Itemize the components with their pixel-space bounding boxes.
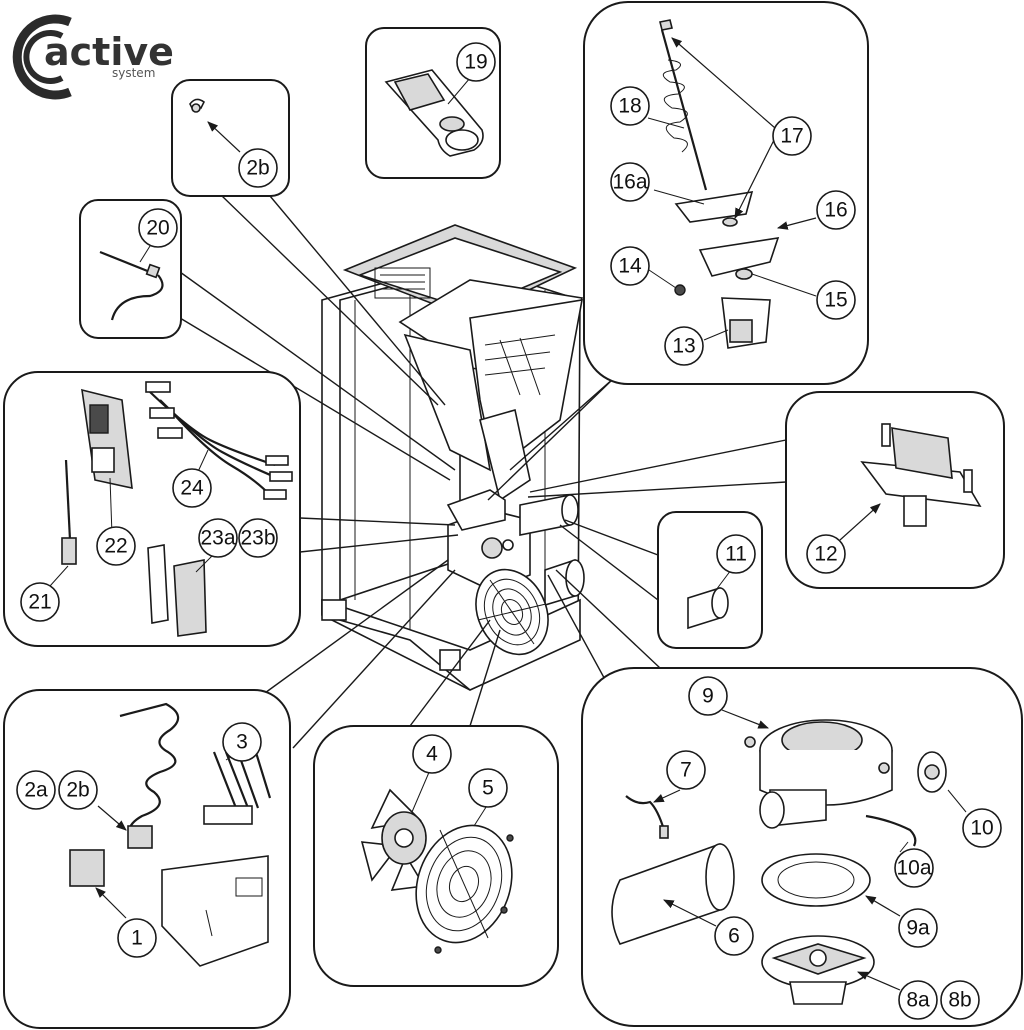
- callout-2b-top: 2b: [238, 148, 278, 188]
- callout-15: 15: [816, 280, 856, 320]
- svg-text:5: 5: [482, 777, 494, 800]
- callout-1: 1: [117, 918, 157, 958]
- callout-12: 12: [806, 534, 846, 574]
- callout-5: 5: [468, 768, 508, 808]
- panel-pressure-switch: [785, 391, 1005, 589]
- svg-text:9a: 9a: [906, 917, 930, 940]
- callout-21: 21: [20, 582, 60, 622]
- svg-text:3: 3: [236, 731, 248, 754]
- callout-23a: 23a: [198, 518, 238, 558]
- callout-7: 7: [666, 750, 706, 790]
- svg-text:6: 6: [728, 925, 740, 948]
- callout-10a: 10a: [894, 848, 934, 888]
- callout-8b: 8b: [940, 980, 980, 1020]
- callout-3: 3: [222, 722, 262, 762]
- callout-13: 13: [664, 326, 704, 366]
- callout-22: 22: [96, 526, 136, 566]
- svg-text:16a: 16a: [612, 171, 647, 194]
- brand-tagline: system: [112, 66, 155, 80]
- svg-text:21: 21: [28, 591, 51, 614]
- callout-11: 11: [716, 534, 756, 574]
- svg-text:20: 20: [146, 217, 169, 240]
- stove-assembly: [321, 224, 585, 691]
- callout-2b-left: 2b: [58, 770, 98, 810]
- callout-8a: 8a: [898, 980, 938, 1020]
- callout-16a: 16a: [610, 162, 650, 202]
- callout-6: 6: [714, 916, 754, 956]
- svg-text:10: 10: [970, 817, 993, 840]
- svg-text:24: 24: [180, 477, 204, 500]
- panel-exhaust-blower: [581, 667, 1023, 1027]
- svg-text:17: 17: [780, 125, 803, 148]
- svg-text:16: 16: [824, 199, 847, 222]
- svg-text:22: 22: [104, 535, 127, 558]
- svg-text:18: 18: [618, 95, 641, 118]
- svg-text:2b: 2b: [246, 157, 269, 180]
- leader-lines: [179, 195, 787, 749]
- callout-24: 24: [172, 468, 212, 508]
- svg-text:8a: 8a: [906, 989, 930, 1012]
- svg-text:23b: 23b: [240, 527, 275, 550]
- brand-logo: active system: [12, 14, 174, 100]
- callout-9: 9: [688, 676, 728, 716]
- svg-text:15: 15: [824, 289, 847, 312]
- callout-17: 17: [772, 116, 812, 156]
- callout-19: 19: [456, 42, 496, 82]
- svg-text:12: 12: [814, 543, 837, 566]
- callout-20: 20: [138, 208, 178, 248]
- panel-pipe-sleeve: [657, 511, 763, 649]
- callout-18: 18: [610, 86, 650, 126]
- svg-text:1: 1: [131, 927, 143, 950]
- callout-14: 14: [610, 246, 650, 286]
- svg-text:10a: 10a: [896, 857, 931, 880]
- brand-name: active: [44, 30, 174, 74]
- svg-text:13: 13: [672, 335, 695, 358]
- panel-auger-motor: [583, 1, 869, 385]
- callout-16: 16: [816, 190, 856, 230]
- svg-text:23a: 23a: [200, 527, 235, 550]
- panel-electronics: [3, 371, 301, 647]
- svg-text:9: 9: [702, 685, 714, 708]
- callout-23b: 23b: [238, 518, 278, 558]
- svg-text:2a: 2a: [24, 779, 48, 802]
- callout-4: 4: [412, 734, 452, 774]
- callout-2a: 2a: [16, 770, 56, 810]
- svg-text:2b: 2b: [66, 779, 89, 802]
- callout-9a: 9a: [898, 908, 938, 948]
- callout-10: 10: [962, 808, 1002, 848]
- svg-text:7: 7: [680, 759, 692, 782]
- svg-text:19: 19: [464, 51, 487, 74]
- svg-text:8b: 8b: [948, 989, 971, 1012]
- svg-text:4: 4: [426, 743, 438, 766]
- svg-text:11: 11: [725, 543, 747, 566]
- svg-text:14: 14: [618, 255, 642, 278]
